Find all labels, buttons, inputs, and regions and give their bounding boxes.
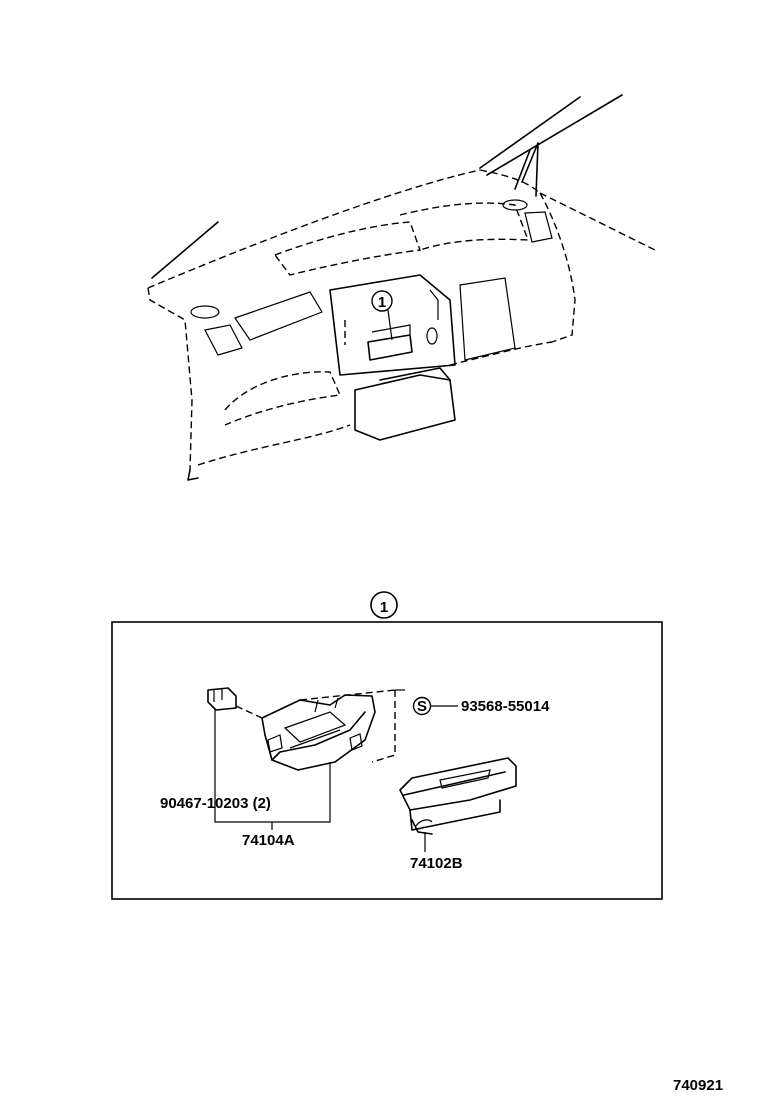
- bracket-part-number: 74104A: [242, 832, 295, 849]
- callout-number: 1: [380, 599, 388, 616]
- callout-circle: [370, 591, 398, 619]
- pocket-part-number: 74102B: [410, 855, 463, 872]
- pocket-illustration: [399, 757, 517, 835]
- bracket-illustration: [261, 694, 376, 771]
- diagram-id: 740921: [673, 1077, 723, 1094]
- callout-number-small: 1: [378, 294, 386, 311]
- screw-symbol-letter: S: [417, 698, 427, 715]
- callout-circle-small: [371, 290, 393, 312]
- detail-box: [111, 621, 663, 900]
- screw-symbol: [412, 696, 432, 716]
- clip-illustration: [207, 687, 237, 711]
- dashboard-illustration: 1: [147, 94, 656, 481]
- screw-part-number: 93568-55014: [461, 698, 550, 715]
- clip-part-number: 90467-10203 (2): [160, 795, 271, 812]
